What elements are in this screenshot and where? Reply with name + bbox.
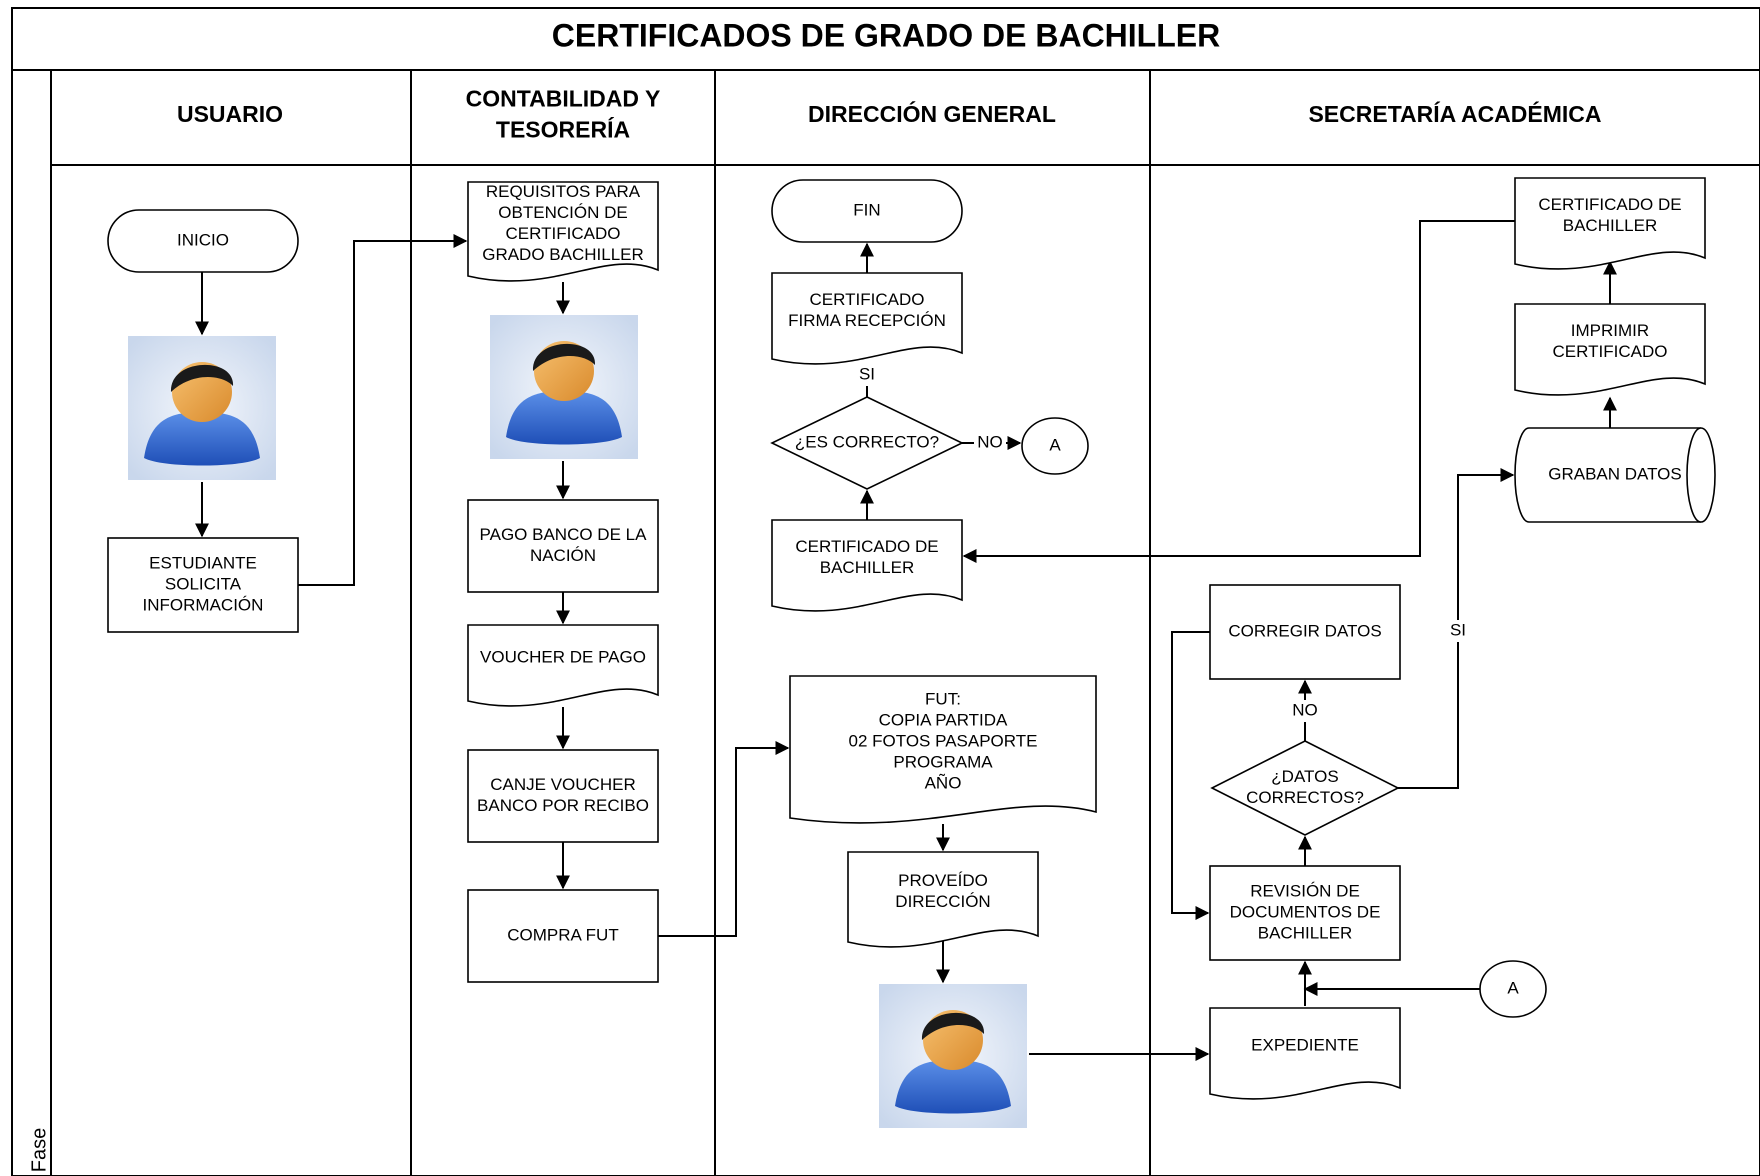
conector-a-2-label: A <box>1507 978 1519 997</box>
person-icon <box>879 984 1027 1128</box>
conector-a-1-label: A <box>1049 435 1061 454</box>
voucher-pago-document: VOUCHER DE PAGO <box>467 624 659 707</box>
fin-label: FIN <box>853 200 880 219</box>
expediente-document: EXPEDIENTE <box>1209 1007 1401 1100</box>
compra-fut-process: COMPRA FUT <box>467 889 659 983</box>
corregir-datos-process: CORREGIR DATOS <box>1209 584 1401 680</box>
graban-datos-label: GRABAN DATOS <box>1548 464 1682 483</box>
inicio-terminator: INICIO <box>107 209 299 273</box>
lane-header-usuario: USUARIO <box>177 101 283 127</box>
lane-header-secretaria: SECRETARÍA ACADÉMICA <box>1308 100 1601 127</box>
persona-contabilidad-person <box>490 315 638 459</box>
connector-certificado-bachiller-sa-to-certificado-bachiller-dg <box>962 220 1515 563</box>
phase-label: Fase <box>28 1128 50 1172</box>
flow-connector-labels: NO SI SI NO <box>851 364 1474 722</box>
edge-label-e16: NO <box>1292 700 1318 719</box>
es-correcto-decision: ¿ES CORRECTO? <box>770 396 964 490</box>
person-icon <box>128 336 276 480</box>
edge-label-e18: SI <box>1450 620 1466 639</box>
conector-a-2-connector: A <box>1479 960 1547 1018</box>
edge-label-e24: NO <box>977 432 1003 451</box>
lane-header-direccion: DIRECCIÓN GENERAL <box>808 100 1056 127</box>
expediente-label: EXPEDIENTE <box>1251 1035 1359 1054</box>
connector-corregir-datos-to-revision-documentos <box>1171 631 1210 920</box>
persona-direccion-person <box>879 984 1027 1128</box>
connector-compra-fut-to-fut-documentos <box>658 741 790 937</box>
swimlane-frame <box>11 7 1760 1176</box>
es-correcto-label: ¿ES CORRECTO? <box>795 432 939 451</box>
flow-connectors <box>195 220 1617 1061</box>
graban-datos-storage: GRABAN DATOS <box>1514 427 1716 523</box>
diagram-title: CERTIFICADOS DE GRADO DE BACHILLER <box>552 17 1220 53</box>
fin-terminator: FIN <box>771 179 963 243</box>
corregir-datos-label: CORREGIR DATOS <box>1228 621 1381 640</box>
person-icon <box>490 315 638 459</box>
compra-fut-label: COMPRA FUT <box>507 925 618 944</box>
persona-usuario-person <box>128 336 276 480</box>
inicio-label: INICIO <box>177 230 229 249</box>
conector-a-1-connector: A <box>1021 417 1089 475</box>
voucher-pago-label: VOUCHER DE PAGO <box>480 647 646 666</box>
edge-label-e23: SI <box>859 364 875 383</box>
connector-estudiante-solicita-to-requisitos <box>298 234 468 586</box>
